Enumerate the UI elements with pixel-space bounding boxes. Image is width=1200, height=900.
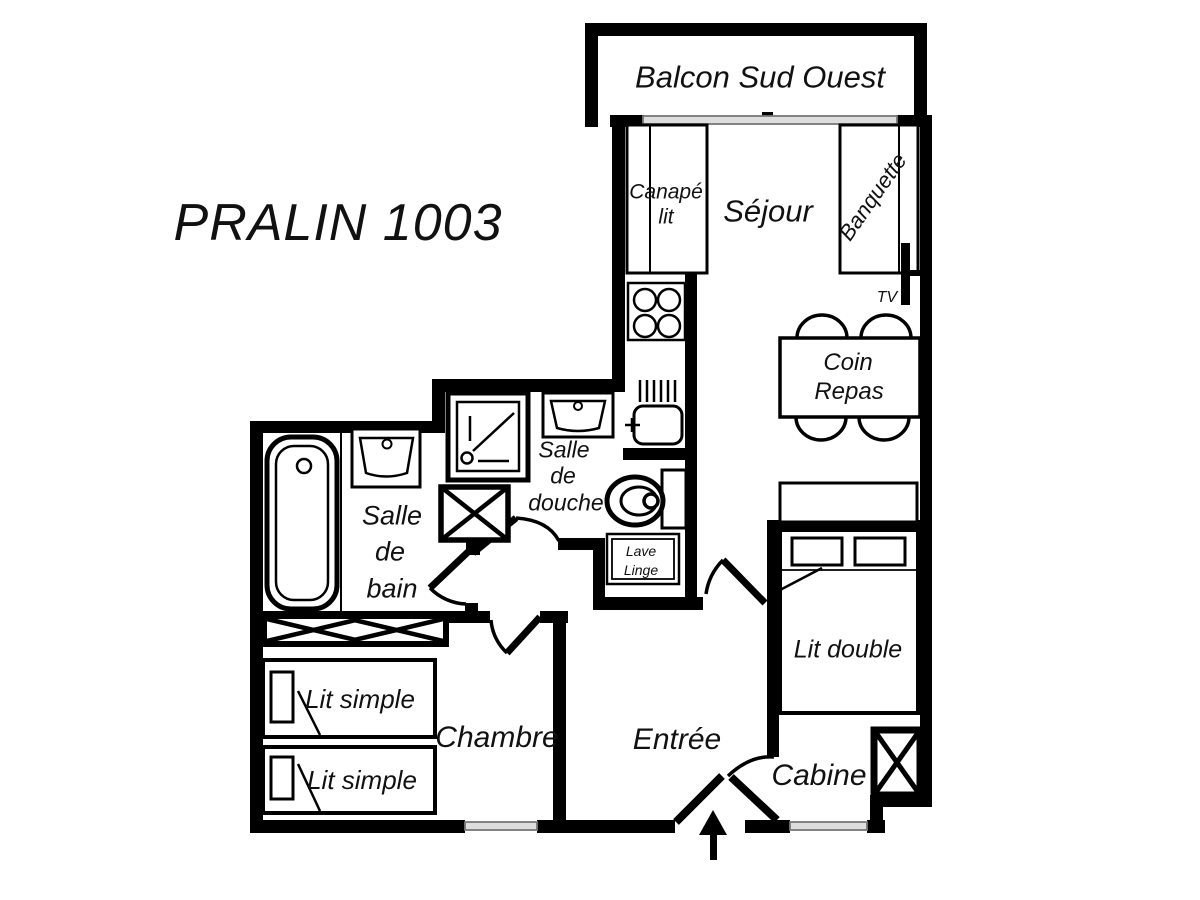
bath-washbasin-icon [350, 427, 422, 489]
double-bed-icon [778, 528, 920, 715]
room-label-bedroom: Chambre [435, 721, 559, 754]
sofa-bed-label-line1: Canapé [629, 180, 703, 204]
living-entry-door-leaf [720, 557, 768, 606]
shower-room-label-line3: douche [528, 489, 604, 516]
wall-kitchen-right [685, 273, 697, 610]
tv-label: TV [876, 289, 898, 306]
pillow-icon [269, 670, 295, 724]
wall-kitchen-bottom [623, 448, 697, 460]
entrance-arrow [699, 810, 727, 860]
blanket-fold-line [296, 690, 322, 736]
shower-room-label-line2: de [550, 462, 576, 489]
shower-tray-icon [445, 390, 531, 483]
toilet-icon [604, 468, 688, 530]
wall-shower-door-jamb [558, 538, 605, 550]
sideboard-icon [778, 481, 919, 524]
windows [464, 115, 898, 831]
room-label-balcony: Balcon Sud Ouest [635, 59, 885, 95]
single-bed-1-label: Lit simple [305, 684, 415, 714]
entrance-door-leaf-1 [673, 773, 725, 825]
cabin-closet-icon [870, 726, 924, 799]
wall-balcony-left [585, 23, 598, 127]
chair-icon [857, 416, 911, 442]
tv-icon [901, 243, 922, 305]
wall-bedroom-right [553, 611, 566, 833]
single-bed-2-label: Lit simple [307, 765, 417, 795]
shower-drain [460, 451, 474, 465]
room-label-entry: Entrée [632, 723, 722, 756]
blanket-fold-line [779, 566, 823, 592]
washer-label-line1: Lave [625, 543, 657, 559]
washing-machine-icon [605, 532, 681, 586]
double-bed-label: Lit double [793, 635, 903, 664]
wall-shower-room-bottom [593, 597, 703, 610]
entrance-door-arc [726, 755, 775, 778]
wall-shower-room-bottomleft [593, 538, 605, 610]
chair-icon [859, 313, 913, 339]
entrance-door-leaf-2 [728, 774, 780, 823]
window-bedroom [464, 821, 538, 831]
room-label-living: Séjour [723, 193, 813, 229]
bathtub-icon [264, 433, 342, 612]
room-label-cabin: Cabine [771, 759, 867, 792]
bathroom-label-line1: Salle [361, 500, 423, 531]
sofa-bed-icon [625, 123, 709, 275]
kitchen-sink-icon [625, 380, 684, 446]
dining-label-line1: Coin [823, 349, 873, 376]
wall-entry-cabin [767, 520, 779, 757]
window-balcony [642, 115, 898, 125]
wardrobe-icon [261, 613, 449, 647]
bathroom-label-line2: de [374, 536, 406, 567]
wall-bottom-entry-right [745, 820, 790, 833]
bathtub-drain [295, 457, 313, 475]
toilet-tank [660, 468, 688, 530]
wall-shower-top [432, 379, 625, 392]
closet-icon [438, 484, 511, 543]
pillow-icon [853, 536, 907, 567]
wall-right [920, 115, 932, 807]
pillow-icon [269, 755, 295, 801]
pillow-icon [790, 536, 844, 567]
wall-balcony-right [914, 23, 927, 127]
living-entry-door-arc [704, 558, 725, 595]
stove-icon [626, 281, 687, 342]
wall-bottom-bedroom-left [250, 820, 465, 833]
wall-left [250, 421, 263, 833]
chair-icon [795, 313, 849, 339]
window-cabin [789, 821, 868, 831]
plan-title: PRALIN 1003 [173, 194, 503, 252]
bathroom-door-arc [428, 586, 467, 606]
wall-joint-vertical [432, 379, 445, 433]
entrance-arrow-shaft [710, 829, 717, 860]
washer-label-line2: Linge [623, 562, 659, 578]
shower-washbasin-icon [541, 391, 615, 439]
single-bed-2-icon [261, 745, 437, 815]
wall-balcony-top [585, 23, 927, 36]
bedroom-door-leaf [504, 614, 543, 656]
bathroom-door-leaf [427, 548, 472, 591]
blanket-fold-line [296, 763, 322, 812]
single-bed-1-icon [261, 658, 437, 739]
shower-room-label-line1: Salle [538, 436, 590, 463]
wall-stub-bath-door [465, 603, 478, 621]
bedroom-door-arc [489, 619, 509, 655]
wall-living-left [612, 115, 625, 392]
dining-label-line2: Repas [814, 378, 884, 405]
wall-bottom-middle [537, 820, 675, 833]
sofa-bed-label-line2: lit [658, 205, 674, 229]
shower-door-arc [515, 516, 561, 542]
bathroom-label-line3: bain [366, 573, 418, 604]
dining-table-icon [778, 313, 922, 442]
chair-icon [794, 416, 848, 442]
entrance-arrow-head [699, 810, 727, 835]
